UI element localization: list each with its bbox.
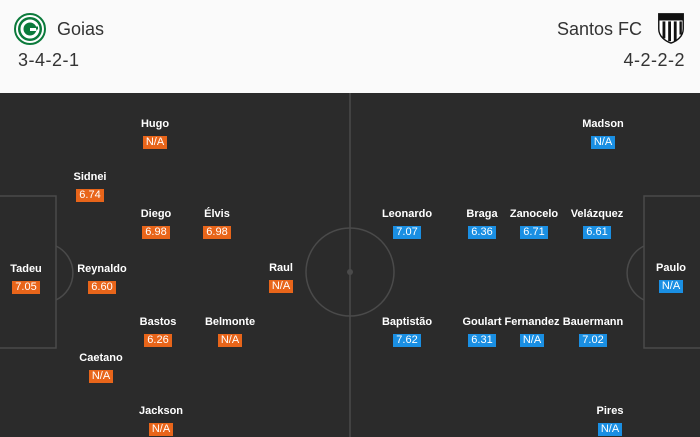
player-name: Leonardo	[381, 208, 433, 220]
player-away-def-2[interactable]: Velázquez 6.61	[557, 207, 637, 240]
player-home-mid-4[interactable]: Jackson N/A	[121, 404, 201, 437]
player-rating: 7.07	[393, 226, 421, 239]
player-away-fw-1[interactable]: Leonardo 7.07	[367, 207, 447, 240]
player-name: Bastos	[139, 316, 177, 328]
player-rating: N/A	[148, 423, 174, 436]
player-rating: N/A	[142, 136, 168, 149]
player-name: Élvis	[204, 208, 230, 220]
player-rating: N/A	[590, 136, 616, 149]
home-formation: 3-4-2-1	[18, 50, 80, 70]
player-home-def-2[interactable]: Reynaldo 6.60	[62, 262, 142, 295]
player-rating: 7.05	[12, 281, 40, 294]
player-rating: 6.71	[520, 226, 548, 239]
player-name: Braga	[466, 208, 498, 220]
player-home-mid-1[interactable]: Hugo N/A	[115, 117, 195, 150]
player-rating: 6.36	[468, 226, 496, 239]
player-away-fw-2[interactable]: Baptistão 7.62	[367, 315, 447, 348]
player-name: Fernandez	[504, 316, 560, 328]
player-name: Zanocelo	[509, 208, 559, 220]
player-rating: N/A	[658, 280, 684, 293]
player-away-mid-2[interactable]: Fernandez N/A	[492, 315, 572, 348]
player-name: Madson	[582, 118, 624, 130]
player-name: Baptistão	[381, 316, 433, 328]
player-home-am-2[interactable]: Belmonte N/A	[190, 315, 270, 348]
player-home-def-1[interactable]: Sidnei 6.74	[50, 170, 130, 203]
player-name: Caetano	[79, 352, 123, 364]
player-home-gk[interactable]: Tadeu 7.05	[0, 262, 66, 295]
player-name: Reynaldo	[77, 263, 127, 275]
player-rating: N/A	[268, 280, 294, 293]
player-rating: 7.62	[393, 334, 421, 347]
player-name: Bauermann	[562, 316, 624, 328]
player-home-mid-2[interactable]: Diego 6.98	[116, 207, 196, 240]
player-rating: N/A	[519, 334, 545, 347]
player-away-def-1[interactable]: Madson N/A	[563, 117, 643, 150]
player-rating: N/A	[88, 370, 114, 383]
player-name: Velázquez	[570, 208, 624, 220]
player-rating: 6.98	[203, 226, 231, 239]
player-home-def-3[interactable]: Caetano N/A	[61, 351, 141, 384]
away-formation: 4-2-2-2	[623, 50, 685, 70]
player-rating: 6.31	[468, 334, 496, 347]
player-name: Goulart	[462, 316, 502, 328]
player-name: Sidnei	[73, 171, 107, 183]
player-rating: 6.26	[144, 334, 172, 347]
player-name: Tadeu	[10, 263, 42, 275]
player-name: Belmonte	[204, 316, 256, 328]
player-rating: 6.98	[142, 226, 170, 239]
player-away-def-4[interactable]: Pires N/A	[570, 404, 650, 437]
player-home-am-1[interactable]: Élvis 6.98	[177, 207, 257, 240]
player-name: Pires	[596, 405, 624, 417]
player-home-mid-3[interactable]: Bastos 6.26	[118, 315, 198, 348]
pitch: Tadeu 7.05 Sidnei 6.74 Reynaldo 6.60 Cae…	[0, 93, 700, 437]
away-team-name: Santos FC	[556, 19, 642, 39]
player-home-fw[interactable]: Raul N/A	[241, 261, 321, 294]
player-rating: 6.61	[583, 226, 611, 239]
player-away-mid-1[interactable]: Zanocelo 6.71	[494, 207, 574, 240]
player-rating: 6.74	[76, 189, 104, 202]
player-name: Jackson	[138, 405, 184, 417]
player-away-am-2[interactable]: Goulart 6.31	[442, 315, 522, 348]
player-name: Hugo	[140, 118, 170, 130]
player-rating: 6.60	[88, 281, 116, 294]
player-away-am-1[interactable]: Braga 6.36	[442, 207, 522, 240]
player-name: Raul	[269, 262, 293, 274]
player-rating: 7.02	[579, 334, 607, 347]
player-name: Paulo	[656, 262, 686, 274]
goias-crest-icon	[14, 13, 46, 45]
player-rating: N/A	[217, 334, 243, 347]
player-away-def-3[interactable]: Bauermann 7.02	[553, 315, 633, 348]
santos-crest-icon	[658, 13, 684, 44]
match-header: Goias 3-4-2-1 Santos FC 4-2-2-2	[0, 0, 700, 93]
home-team-name: Goias	[57, 19, 105, 39]
pitch-markings	[0, 93, 700, 437]
player-rating: N/A	[597, 423, 623, 436]
player-name: Diego	[140, 208, 172, 220]
player-away-gk[interactable]: Paulo N/A	[631, 261, 700, 294]
